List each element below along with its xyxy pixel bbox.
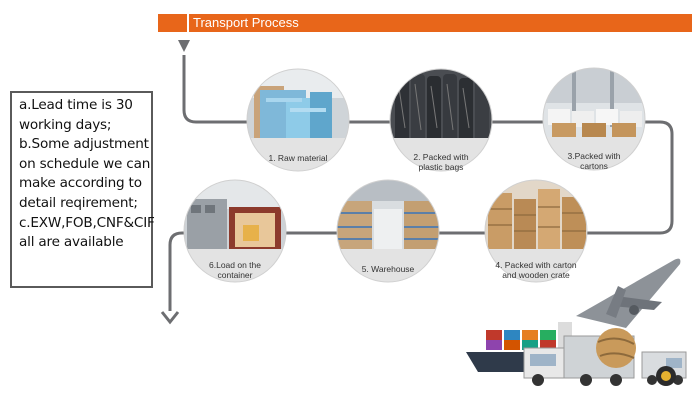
step-label: 5. Warehouse <box>361 264 415 274</box>
container-loading-photo <box>183 179 287 283</box>
step-label-line: 4. Packed with carton <box>495 260 577 270</box>
note-line: make according to <box>19 175 142 192</box>
step-label-line: 6.Load on the <box>209 260 261 270</box>
page-title: Transport Process <box>193 15 299 30</box>
step-label-line: 3.Packed with <box>567 151 621 161</box>
tire-icon <box>656 366 676 386</box>
globe-icon <box>596 328 636 368</box>
header-divider <box>187 14 189 32</box>
section-header-bar: Transport Process <box>158 14 692 32</box>
note-line: working days; <box>19 116 112 133</box>
airplane-icon <box>576 258 681 328</box>
start-arrow-icon <box>178 40 190 52</box>
raw-material-photo <box>246 68 350 172</box>
note-line: all are available <box>19 234 124 251</box>
step-label: 1. Raw material <box>268 153 328 163</box>
note-line: detail reqirement; <box>19 194 138 211</box>
step-label-line: container <box>217 269 253 280</box>
step-label: 4. Packed with carton and wooden crate <box>484 260 588 280</box>
warehouse-photo <box>336 179 440 283</box>
step-label-line: plastic bags <box>418 161 464 172</box>
note-line: on schedule we can <box>19 155 151 172</box>
step-carton-wooden-crate: 4. Packed with carton and wooden crate <box>484 179 588 283</box>
note-line: b.Some adjustment <box>19 136 149 153</box>
note-line: c.EXW,FOB,CNF&CIF <box>19 214 155 231</box>
step-label: 6.Load on the container <box>183 260 287 280</box>
step-label-line: cartons <box>580 160 608 171</box>
step-warehouse: 5. Warehouse <box>336 179 440 283</box>
step-label-line: and wooden crate <box>502 269 570 280</box>
step-label: 3.Packed with cartons <box>542 151 646 171</box>
step-label-line: 2. Packed with <box>413 152 469 162</box>
step-plastic-bags: 2. Packed with plastic bags <box>389 68 493 172</box>
step-label: 2. Packed with plastic bags <box>389 152 493 172</box>
plastic-bags-photo <box>389 68 493 172</box>
end-arrow-icon <box>160 311 180 325</box>
logistics-illustration <box>466 258 687 386</box>
step-cartons: 3.Packed with cartons <box>542 67 646 171</box>
wooden-crate-photo <box>484 179 588 283</box>
terms-notes-box: a.Lead time is 30 working days; b.Some a… <box>10 91 155 288</box>
step-raw-material: 1. Raw material <box>246 68 350 172</box>
cartons-photo <box>542 67 646 171</box>
note-line: a.Lead time is 30 <box>19 97 133 113</box>
step-load-container: 6.Load on the container <box>183 179 287 283</box>
